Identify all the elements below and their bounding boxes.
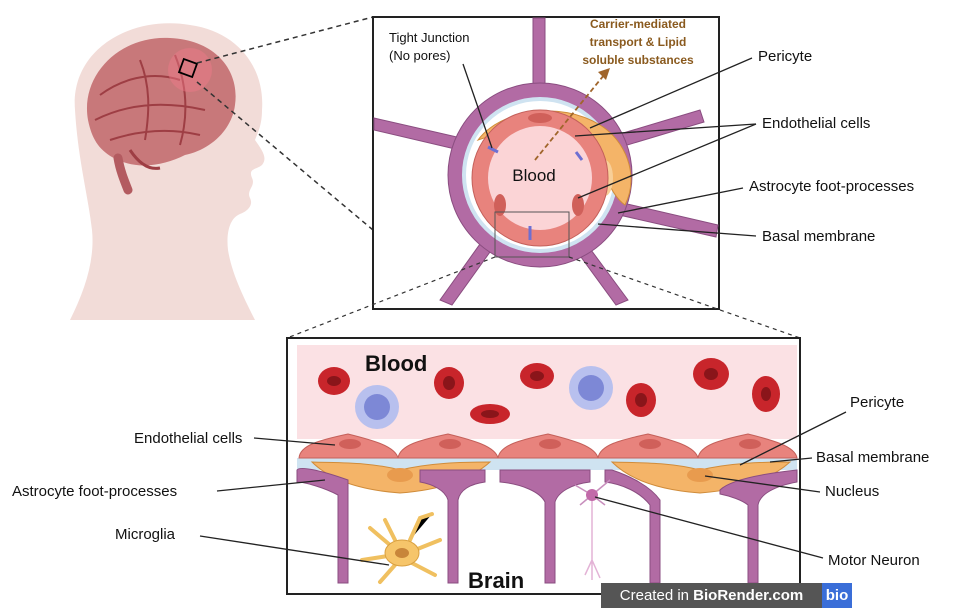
endothelial-label-top: Endothelial cells: [762, 115, 870, 132]
blood-label-top: Blood: [512, 166, 555, 185]
bottom-panel: Blood Brain: [287, 338, 800, 594]
head-illustration: [70, 23, 264, 320]
carrier-label-1: Carrier-mediated: [590, 17, 686, 31]
brain-label: Brain: [468, 568, 524, 593]
endothelial-label-bottom: Endothelial cells: [134, 430, 242, 447]
carrier-label-3: soluble substances: [582, 53, 694, 67]
nucleus-label: Nucleus: [825, 483, 879, 500]
microglia-label: Microglia: [115, 526, 176, 543]
pericyte-label-top: Pericyte: [758, 48, 812, 65]
astrocyte-label-bottom: Astrocyte foot-processes: [12, 483, 177, 500]
credit-brand: BioRender.com: [693, 587, 803, 604]
tight-junction-label-1: Tight Junction: [389, 30, 469, 45]
pericyte-label-bottom: Pericyte: [850, 394, 904, 411]
tight-junction-label-2: (No pores): [389, 48, 450, 63]
credit-prefix: Created in: [620, 587, 693, 604]
biorender-logo-icon[interactable]: bio: [822, 583, 852, 608]
blood-label-bottom: Blood: [365, 351, 427, 376]
basal-label-bottom: Basal membrane: [816, 449, 929, 466]
motor-neuron-label: Motor Neuron: [828, 552, 920, 569]
astrocyte-label-top: Astrocyte foot-processes: [749, 178, 914, 195]
basal-label-top: Basal membrane: [762, 228, 875, 245]
carrier-label-2: transport & Lipid: [590, 35, 687, 49]
biorender-credit-banner[interactable]: Created in BioRender.com: [601, 583, 822, 608]
